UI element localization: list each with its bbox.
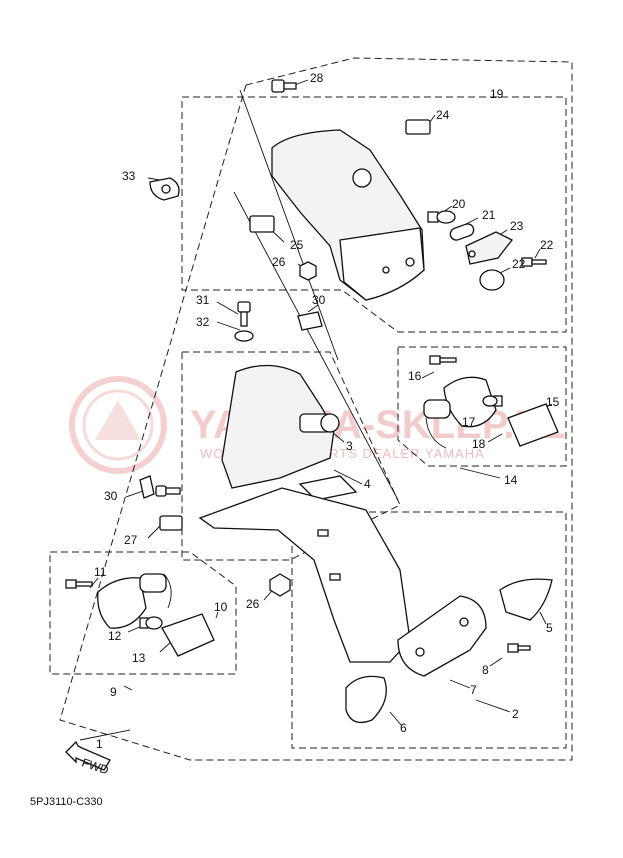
callout-25-left: 25 <box>290 238 304 252</box>
outline-2 <box>291 511 567 749</box>
callout-14: 14 <box>504 473 518 487</box>
lens-18 <box>507 403 559 447</box>
callout-2: 2 <box>512 707 519 721</box>
callout-9: 9 <box>110 685 117 699</box>
callout-1: 1 <box>96 737 103 751</box>
license-bracket-19 <box>271 129 425 301</box>
parts: FWD <box>65 79 559 777</box>
callout-16: 16 <box>408 369 422 383</box>
reflector-5 <box>499 578 553 621</box>
callout-27: 26 <box>246 597 260 611</box>
callout-31: 31 <box>196 293 210 307</box>
callout-10: 10 <box>214 600 228 614</box>
lens-22 <box>479 269 505 291</box>
figure-code: 5PJ3110-C330 <box>30 796 103 808</box>
screw-24 <box>521 257 547 267</box>
callout-11: 11 <box>94 565 107 579</box>
callout-4: 4 <box>364 477 371 491</box>
callout-19: 19 <box>490 87 504 101</box>
callout-15: 15 <box>546 395 560 409</box>
callout-24: 22 <box>540 238 554 252</box>
callout-18: 18 <box>472 437 486 451</box>
clamp-33 <box>149 177 180 201</box>
callout-13: 13 <box>132 651 146 665</box>
callout-3: 3 <box>346 439 353 453</box>
callout-30-top: 30 <box>312 293 326 307</box>
callout-5: 5 <box>546 621 553 635</box>
watermark-logo <box>69 376 167 474</box>
callout-30-left: 30 <box>104 489 118 503</box>
callout-26: 26 <box>272 255 286 269</box>
clip-30-left <box>139 475 155 499</box>
nut-26 <box>299 261 317 281</box>
callout-22: 22 <box>512 257 526 271</box>
bolt-31 <box>237 301 251 327</box>
callout-32: 32 <box>196 315 210 329</box>
bulb-12 <box>139 616 163 630</box>
outline-9 <box>49 551 237 675</box>
grommet-25-top <box>405 119 431 135</box>
clip-30-top <box>297 311 323 331</box>
callout-23: 23 <box>510 219 524 233</box>
gasket-21 <box>449 223 475 241</box>
screw-8 <box>507 643 531 653</box>
screw-16 <box>429 355 457 365</box>
turn-signal-10 <box>97 573 172 629</box>
screw-29 <box>271 79 297 93</box>
license-light-23 <box>465 231 513 265</box>
outline-19 <box>181 96 567 333</box>
nut-27 <box>269 573 291 597</box>
plate-4 <box>298 475 358 501</box>
callout-12: 12 <box>108 629 122 643</box>
callout-17: 17 <box>462 415 476 429</box>
fwd-arrow: FWD <box>65 740 111 777</box>
callout-25-top: 24 <box>436 108 450 122</box>
callout-28: 27 <box>124 533 138 547</box>
turn-signal-15 <box>423 376 497 449</box>
callout-labels: 28 19 24 33 20 21 23 25 22 26 22 31 30 3… <box>94 71 560 751</box>
grommet-25-left <box>249 215 275 233</box>
outline-1 <box>59 57 573 761</box>
callout-7: 7 <box>470 683 477 697</box>
callout-21: 21 <box>482 208 496 222</box>
callout-20: 20 <box>452 197 466 211</box>
callout-6: 6 <box>400 721 407 735</box>
lens-13 <box>161 613 215 657</box>
screw-11 <box>65 579 93 589</box>
callout-29: 28 <box>310 71 324 85</box>
tail-lamp-7 <box>397 595 487 677</box>
callout-33: 33 <box>122 169 136 183</box>
mudguard-bracket-3 <box>221 364 340 489</box>
reflector-6 <box>345 675 387 724</box>
washer-32 <box>234 330 254 342</box>
bolt-30-left <box>155 485 181 497</box>
bulb-20 <box>427 210 456 224</box>
bulb-17 <box>482 395 503 407</box>
grommet-28 <box>159 515 183 531</box>
rear-fender <box>198 487 411 663</box>
outline-14 <box>397 346 567 467</box>
callout-8: 8 <box>482 663 489 677</box>
